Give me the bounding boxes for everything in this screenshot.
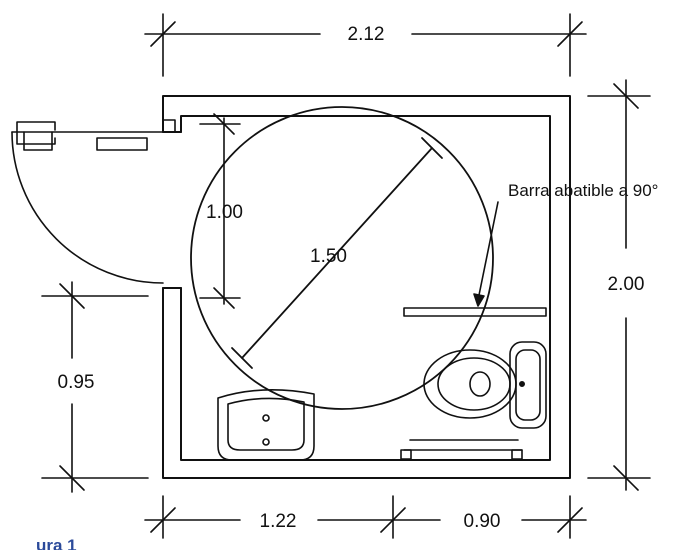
label-door-offset: 1.00 (206, 202, 243, 223)
top-tick-left (150, 21, 176, 47)
door (11, 119, 176, 284)
figure-caption: ura 1 (36, 536, 77, 550)
door-leaf-handle-left (16, 121, 56, 145)
dimension-labels: 2.12 2.00 1.50 1.00 0.95 1.22 0.90 Barra… (36, 24, 658, 555)
door-leaf-handle-right (96, 137, 148, 151)
grab-bar-leader (477, 201, 499, 301)
grab-bar-body (403, 307, 547, 317)
label-circle-diameter: 1.50 (310, 246, 347, 267)
offset-tick-top-b (213, 113, 235, 135)
top-tick-right (557, 21, 583, 47)
left-tick-bottom (59, 465, 85, 491)
floor-rail-foot-right (511, 449, 523, 460)
washbasin-drain (262, 414, 270, 422)
outer-wall (162, 95, 571, 479)
turning-circle-outline (190, 106, 494, 410)
folding-grab-bar (403, 201, 547, 317)
washbasin-inner (227, 397, 305, 451)
diameter-tick-a (231, 347, 253, 369)
turning-circle (190, 106, 494, 410)
left-lower-dimension (41, 281, 149, 493)
door-offset-dimension (199, 113, 241, 309)
right-height-dimension (587, 79, 651, 491)
grab-bar-leader-arrow (473, 293, 485, 307)
label-right-height: 2.00 (608, 274, 645, 295)
bottom-tick-right (557, 507, 583, 533)
right-tick-bottom (613, 465, 639, 491)
floor-rail (400, 439, 523, 460)
diameter-tick-b (421, 137, 443, 159)
toilet (423, 341, 547, 429)
door-swing-arc (11, 131, 164, 284)
floor-rail-foot-left (400, 449, 412, 460)
room-walls (162, 95, 571, 479)
bottom-dimensions (144, 495, 587, 539)
label-bottom-right: 0.90 (464, 511, 501, 532)
label-top-width: 2.12 (348, 24, 385, 45)
washbasin (217, 389, 315, 461)
washbasin-outer (217, 389, 315, 461)
toilet-tank-outer (509, 341, 547, 429)
toilet-seat-opening (469, 371, 491, 397)
top-width-dimension (144, 13, 587, 77)
washbasin-tap (262, 438, 270, 446)
circle-diameter-line (241, 147, 433, 359)
inner-wall (180, 115, 551, 461)
label-left-lower: 0.95 (58, 372, 95, 393)
door-leaf (11, 119, 176, 133)
label-grab-bar: Barra abatible a 90° (508, 181, 658, 200)
offset-tick-bottom-b (213, 287, 235, 309)
right-tick-top (613, 83, 639, 109)
toilet-flush-button (518, 380, 525, 387)
label-bottom-left: 1.22 (260, 511, 297, 532)
toilet-bowl-inner (437, 357, 511, 411)
left-tick-top (59, 283, 85, 309)
toilet-tank-inner (515, 349, 541, 421)
bottom-tick-left (150, 507, 176, 533)
bottom-tick-mid (380, 507, 406, 533)
door-hinge-bracket (23, 131, 53, 151)
